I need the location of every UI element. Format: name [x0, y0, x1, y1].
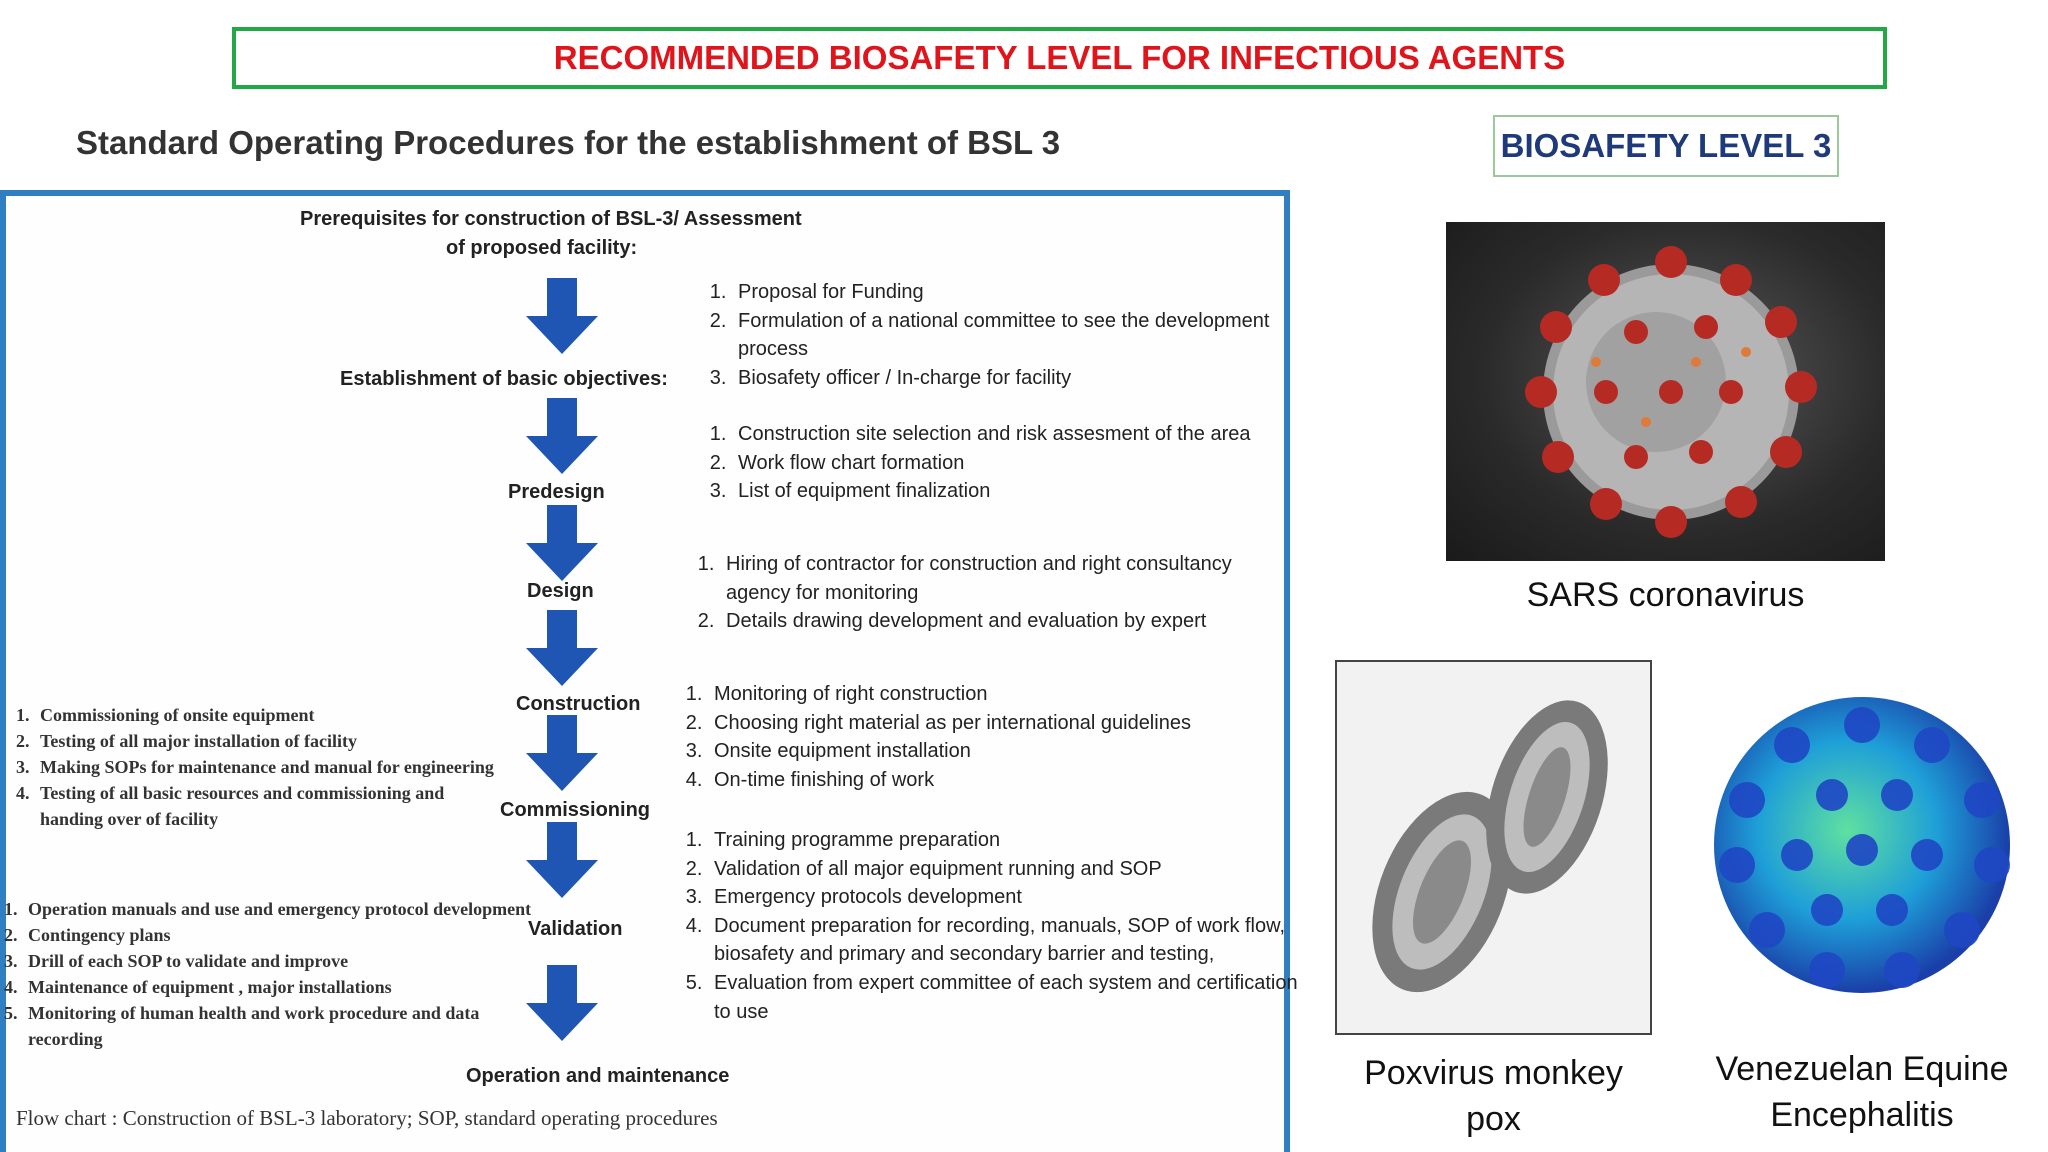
- vee-virus-image: [1692, 655, 2032, 1035]
- list-item: Monitoring of human health and work proc…: [22, 1000, 557, 1052]
- list-item: Operation manuals and use and emergency …: [22, 896, 557, 922]
- objectives-list: Proposal for Funding Formulation of a na…: [692, 278, 1272, 392]
- list-item: List of equipment finalization: [732, 477, 1292, 506]
- flow-arrow-down-icon: [526, 505, 598, 581]
- list-item: Details drawing development and evaluati…: [720, 607, 1240, 636]
- list-item: Training programme preparation: [708, 826, 1318, 855]
- list-item: Making SOPs for maintenance and manual f…: [34, 754, 504, 780]
- predesign-list: Construction site selection and risk ass…: [692, 420, 1292, 506]
- coronavirus-illustration-icon: [1525, 246, 1817, 538]
- list-item: Choosing right material as per internati…: [708, 709, 1308, 738]
- vee-label-line1: Venezuelan Equine: [1715, 1050, 2009, 1088]
- flowchart-caption: Flow chart : Construction of BSL-3 labor…: [16, 1106, 718, 1130]
- design-list: Hiring of contractor for construction an…: [680, 550, 1240, 636]
- stage-establishment-objectives: Establishment of basic objectives:: [340, 368, 668, 390]
- list-item: Monitoring of right construction: [708, 680, 1308, 709]
- poxvirus-micrograph-icon: [1372, 700, 1608, 993]
- sars-coronavirus-label: SARS coronavirus: [1526, 576, 1805, 614]
- list-item: Work flow chart formation: [732, 449, 1292, 478]
- flow-arrow-down-icon: [526, 610, 598, 686]
- vee-virus-illustration-icon: [1714, 697, 2010, 993]
- stage-construction: Construction: [516, 693, 641, 715]
- validation-list: Training programme preparation Validatio…: [668, 826, 1318, 1026]
- flow-arrow-down-icon: [526, 715, 598, 791]
- list-item: Hiring of contractor for construction an…: [720, 550, 1240, 607]
- list-item: Drill of each SOP to validate and improv…: [22, 948, 557, 974]
- commissioning-list: Commissioning of onsite equipment Testin…: [0, 702, 504, 832]
- sars-coronavirus-image: [1446, 222, 1885, 561]
- poxvirus-label-line2: pox: [1466, 1100, 1521, 1138]
- list-item: Construction site selection and risk ass…: [732, 420, 1292, 449]
- list-item: Formulation of a national committee to s…: [732, 307, 1272, 364]
- list-item: On-time finishing of work: [708, 766, 1308, 795]
- list-item: Commissioning of onsite equipment: [34, 702, 504, 728]
- list-item: Document preparation for recording, manu…: [708, 912, 1318, 969]
- list-item: Onsite equipment installation: [708, 737, 1308, 766]
- flowchart-top-title-line1: Prerequisites for construction of BSL-3/…: [300, 208, 802, 230]
- list-item: Evaluation from expert committee of each…: [708, 969, 1318, 1026]
- list-item: Biosafety officer / In-charge for facili…: [732, 364, 1272, 393]
- list-item: Proposal for Funding: [732, 278, 1272, 307]
- flow-arrow-down-icon: [526, 398, 598, 474]
- flowchart-panel: [0, 190, 1290, 1152]
- stage-operation-maintenance: Operation and maintenance: [466, 1065, 730, 1087]
- list-item: Testing of all major installation of fac…: [34, 728, 504, 754]
- poxvirus-label-line1: Poxvirus monkey: [1364, 1054, 1623, 1092]
- list-item: Contingency plans: [22, 922, 557, 948]
- list-item: Validation of all major equipment runnin…: [708, 855, 1318, 884]
- slide-subtitle: Standard Operating Procedures for the es…: [76, 124, 1061, 161]
- list-item: Emergency protocols development: [708, 883, 1318, 912]
- list-item: Maintenance of equipment , major install…: [22, 974, 557, 1000]
- construction-list: Monitoring of right construction Choosin…: [668, 680, 1308, 794]
- biosafety-level-badge: BIOSAFETY LEVEL 3: [1493, 115, 1839, 177]
- flow-arrow-down-icon: [526, 278, 598, 354]
- flow-arrow-down-icon: [526, 822, 598, 898]
- list-item: Testing of all basic resources and commi…: [34, 780, 504, 832]
- stage-predesign: Predesign: [508, 481, 605, 503]
- vee-label-line2: Encephalitis: [1770, 1096, 1954, 1134]
- flowchart-top-title-line2: of proposed facility:: [446, 237, 638, 259]
- slide-title: RECOMMENDED BIOSAFETY LEVEL FOR INFECTIO…: [553, 39, 1566, 76]
- poxvirus-image: [1335, 660, 1652, 1035]
- stage-design: Design: [527, 580, 594, 602]
- stage-validation: Validation: [528, 918, 623, 940]
- operation-list: Operation manuals and use and emergency …: [0, 896, 557, 1052]
- stage-commissioning: Commissioning: [500, 799, 651, 821]
- title-banner: RECOMMENDED BIOSAFETY LEVEL FOR INFECTIO…: [232, 27, 1887, 89]
- flow-arrow-down-icon: [526, 965, 598, 1041]
- biosafety-level-label: BIOSAFETY LEVEL 3: [1500, 127, 1832, 164]
